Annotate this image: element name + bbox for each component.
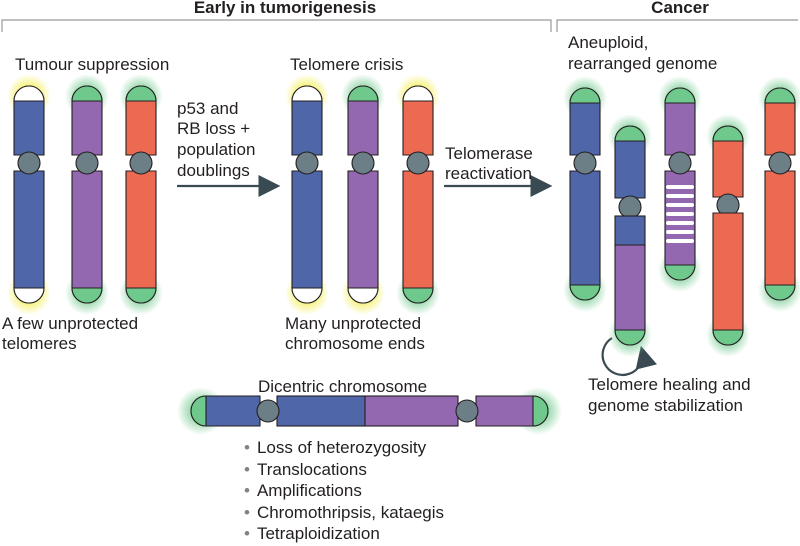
telomere-cap [764, 87, 796, 104]
chromosome-layer [7, 74, 800, 435]
centromere [295, 151, 319, 175]
telomere-cap [712, 329, 744, 346]
amplification-stripe [666, 194, 694, 198]
consequence-list: Loss of heterozygosity Translocations Am… [244, 437, 444, 545]
amplification-stripe [666, 185, 694, 189]
telomere-cap [13, 287, 45, 304]
telomere-cap [532, 395, 549, 427]
label-loss-step-3: population [177, 140, 256, 159]
chromosome-arm [569, 170, 601, 301]
telomere-cap [291, 85, 323, 102]
label-loss-step-4: doublings [177, 161, 250, 180]
telomere-cap [402, 85, 434, 102]
label-dicentric: Dicentric chromosome [258, 377, 428, 396]
header-cancer: Cancer [651, 0, 709, 17]
chromosome-arm [364, 395, 459, 427]
telomere-cap [71, 287, 103, 304]
label-few-unprotected-1: A few unprotected [2, 314, 139, 333]
telomere-cap [764, 284, 796, 301]
label-aneuploid-1: Aneuploid, [568, 33, 649, 52]
telomere-cap [402, 287, 434, 304]
label-many-unprotected-2: chromosome ends [285, 334, 425, 353]
label-loss-step-1: p53 and [177, 99, 239, 118]
label-aneuploid-2: rearranged genome [568, 54, 718, 73]
telomere-cap [347, 287, 379, 304]
label-telomere-crisis: Telomere crisis [290, 55, 404, 74]
amplification-stripe [666, 230, 694, 234]
telomere-cap [125, 287, 157, 304]
telomere-cap [614, 125, 646, 142]
consequence-item: Translocations [244, 459, 444, 481]
chromosome-arm [291, 170, 323, 304]
chromosome-arm [712, 212, 744, 346]
chromosome-arm [402, 170, 434, 304]
centromere [573, 151, 597, 175]
chromosome-arm [764, 170, 796, 301]
label-healing-2: genome stabilization [588, 396, 743, 415]
telomere-cap [712, 125, 744, 142]
label-telomerase-1: Telomerase [445, 144, 533, 163]
label-many-unprotected-1: Many unprotected [285, 314, 422, 333]
telomere-cap [125, 85, 157, 102]
centromere [256, 399, 280, 423]
centromere [668, 151, 692, 175]
telomere-cap [569, 284, 601, 301]
telomere-cap [347, 85, 379, 102]
consequence-item: Chromothripsis, kataegis [244, 502, 444, 524]
telomere-cap [291, 287, 323, 304]
chromosome-arm [276, 395, 366, 427]
chromosome-arm [71, 170, 103, 304]
consequence-item: Loss of heterozygosity [244, 437, 444, 459]
centromere [406, 151, 430, 175]
consequence-item: Tetraploidization [244, 523, 444, 545]
label-few-unprotected-2: telomeres [2, 334, 77, 353]
centromere [129, 151, 153, 175]
centromere [351, 151, 375, 175]
telomere-cap [664, 87, 696, 104]
telomere-cap [71, 85, 103, 102]
healing-circular-arrow [601, 337, 657, 377]
amplification-stripe [666, 239, 694, 243]
centromere [17, 151, 41, 175]
centromere [75, 151, 99, 175]
cancer-bracket [556, 19, 798, 32]
centromere [768, 151, 792, 175]
telomere-cap [614, 329, 646, 346]
telomere-cap [664, 264, 696, 281]
label-tumour-suppression: Tumour suppression [15, 55, 170, 74]
amplification-stripe [666, 203, 694, 207]
telomere-cap [190, 395, 207, 427]
header-early: Early in tumorigenesis [193, 0, 377, 17]
label-healing-1: Telomere healing and [588, 375, 751, 394]
telomere-cap [569, 87, 601, 104]
centromere [618, 195, 642, 219]
consequence-item: Amplifications [244, 480, 444, 502]
chromosome-arm [347, 170, 379, 304]
chromosome-arm [13, 170, 45, 304]
label-loss-step-2: RB loss + [177, 119, 251, 138]
chromosome-arm [125, 170, 157, 304]
label-telomerase-2: reactivation [445, 164, 532, 183]
chromosome-arm [614, 215, 646, 247]
centromere [455, 399, 479, 423]
telomere-cap [13, 85, 45, 102]
amplification-stripe [666, 212, 694, 216]
amplification-stripe [666, 221, 694, 225]
early-bracket [1, 19, 552, 32]
